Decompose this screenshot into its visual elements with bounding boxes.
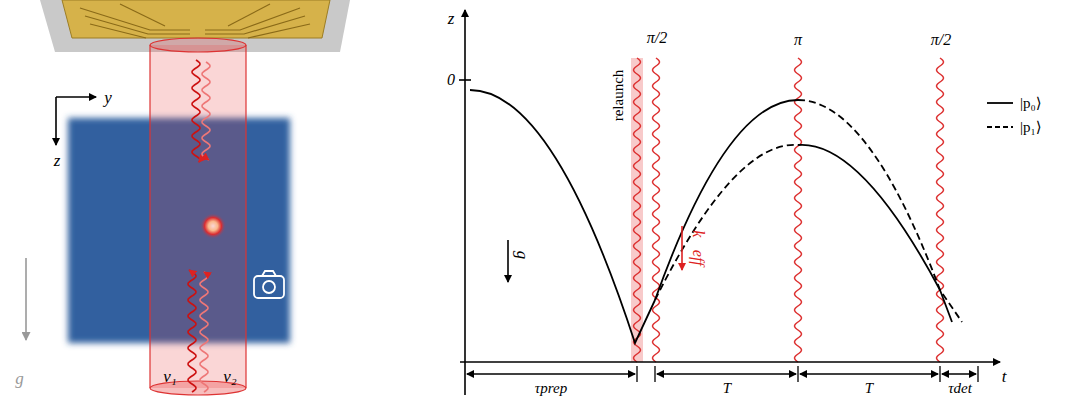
legend-row: |p₁⟩ bbox=[986, 118, 1042, 136]
label: ν₁ bbox=[163, 368, 176, 385]
keff-arrow bbox=[681, 226, 683, 270]
wave bbox=[653, 58, 660, 362]
legend-row: |p₀⟩ bbox=[986, 94, 1042, 112]
camera-icon bbox=[254, 271, 284, 298]
gravity-arrow bbox=[507, 240, 509, 282]
laser-pulses bbox=[634, 58, 944, 362]
trajectories bbox=[470, 90, 962, 343]
label: τprep bbox=[535, 381, 567, 396]
atom-chip bbox=[62, 0, 330, 38]
label: π bbox=[794, 32, 802, 48]
label: τdet bbox=[948, 381, 972, 396]
label: t bbox=[1002, 368, 1007, 385]
label: k⃗eff bbox=[690, 230, 706, 266]
label: relaunch bbox=[611, 69, 626, 121]
laser-beam bbox=[150, 45, 246, 388]
time-brackets bbox=[467, 373, 976, 374]
label: z bbox=[54, 152, 61, 169]
t-axis bbox=[460, 361, 1000, 363]
label: T bbox=[723, 381, 731, 396]
wave bbox=[795, 58, 802, 362]
wave bbox=[188, 270, 196, 392]
legend-line bbox=[986, 97, 1014, 109]
legend-text: |p₁⟩ bbox=[1020, 118, 1042, 136]
chip-mount bbox=[40, 0, 350, 52]
z-axis bbox=[464, 10, 466, 395]
relaunch-band bbox=[631, 58, 643, 362]
label: T bbox=[865, 381, 873, 396]
label: π/2 bbox=[647, 30, 667, 46]
chip-traces bbox=[80, 4, 310, 38]
label: y bbox=[104, 89, 112, 106]
wave bbox=[192, 60, 200, 162]
wave bbox=[202, 62, 210, 160]
wave bbox=[200, 272, 208, 392]
gravity-arrow bbox=[25, 258, 27, 340]
label: π/2 bbox=[931, 32, 951, 48]
label: ν₂ bbox=[223, 368, 236, 385]
wave bbox=[937, 58, 944, 362]
label: g⃗ bbox=[15, 370, 37, 387]
legend-line bbox=[986, 121, 1014, 133]
legend-text: |p₀⟩ bbox=[1020, 94, 1042, 112]
time-ticks bbox=[637, 366, 978, 382]
beam-waves bbox=[188, 60, 210, 392]
label: g⃗ bbox=[514, 250, 531, 272]
label: z bbox=[448, 10, 455, 27]
wave bbox=[634, 58, 641, 362]
label: 0 bbox=[447, 72, 455, 88]
